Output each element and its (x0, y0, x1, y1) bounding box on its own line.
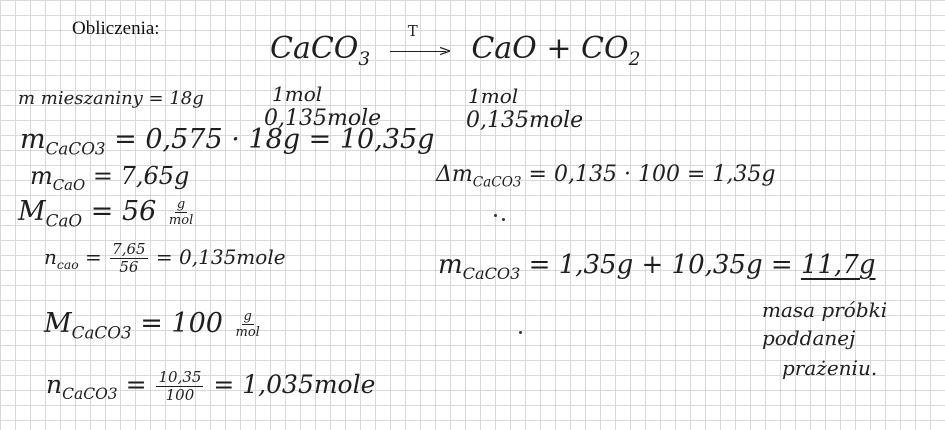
arrow-head-icon: > (438, 41, 452, 60)
unit-denominator: mol (168, 213, 194, 228)
total-caco3-mass: mCaCO3 = 1,35g + 10,35g = 11,7g (438, 252, 875, 282)
subscript: CaCO3 (71, 322, 132, 343)
note-line-1: masa próbki (762, 298, 888, 322)
unit-denominator: mol (235, 325, 260, 340)
symbol: n (44, 245, 57, 269)
numerator: 10,35 (156, 368, 204, 387)
stray-mark (502, 218, 505, 221)
result: = 1,035mole (205, 370, 376, 399)
reaction-condition: T (407, 22, 418, 40)
expression: = 0,575 · 18g = 10,35g (105, 124, 435, 155)
subscript: cao (56, 257, 79, 272)
expression: = 1,35g + 10,35g = (520, 250, 801, 280)
cao-mass: mCaO = 7,65g (30, 164, 189, 193)
denominator: 100 (165, 386, 195, 404)
reactant: CaCO (270, 31, 359, 66)
equals: = (78, 245, 109, 269)
numerator: 7,65 (110, 240, 148, 259)
final-result: 11,7g (800, 250, 876, 280)
plus-sign: + (546, 31, 572, 66)
stray-mark (494, 214, 497, 217)
reaction-equation: CaCO3 T > CaO + CO2 (270, 24, 641, 70)
moles-left-1: 1mol (272, 82, 323, 106)
note-line-3: prażeniu. (782, 356, 878, 380)
expression: = 0,135 · 100 = 1,35g (521, 162, 776, 187)
moles-left-2: 0,135mole (264, 106, 382, 131)
reactant-subscript: 3 (358, 49, 371, 70)
symbol: Δm (436, 162, 473, 187)
symbol: M (44, 308, 72, 339)
product-1: CaO (471, 31, 537, 66)
stray-mark (519, 331, 522, 334)
result: = 0,135mole (149, 245, 286, 269)
symbol: M (18, 196, 46, 227)
mixture-mass: m mieszaniny = 18g (18, 88, 204, 109)
subscript: CaO (45, 210, 83, 231)
expression: = 56 (82, 196, 157, 227)
note-line-2: poddanej (762, 326, 856, 350)
denominator: 56 (119, 258, 139, 276)
expression: = 7,65g (85, 162, 190, 190)
subscript: CaCO3 (462, 264, 521, 284)
symbol: n (46, 370, 63, 399)
subscript: CaCO3 (45, 138, 106, 159)
moles-right-2: 0,135mole (466, 108, 584, 133)
subscript: CaCO3 (62, 385, 118, 403)
subscript: CaCO3 (472, 174, 522, 191)
section-title: Obliczenia: (72, 18, 160, 39)
product-2: CO (581, 31, 629, 66)
reaction-arrow: T > (389, 24, 452, 60)
delta-mass: ΔmCaCO3 = 0,135 · 100 = 1,35g (436, 164, 775, 190)
symbol: m (20, 124, 46, 155)
moles-right-1: 1mol (468, 84, 519, 108)
caco3-mass: mCaCO3 = 0,575 · 18g = 10,35g (20, 126, 434, 157)
symbol: m (438, 250, 463, 280)
equals: = (117, 370, 155, 399)
product-2-subscript: 2 (628, 49, 641, 70)
expression: = 100 (131, 308, 223, 339)
symbol: m (30, 162, 53, 190)
unit-numerator: g (241, 309, 254, 325)
subscript: CaO (52, 175, 86, 194)
unit-numerator: g (174, 197, 188, 213)
arrow-shaft (389, 51, 446, 52)
